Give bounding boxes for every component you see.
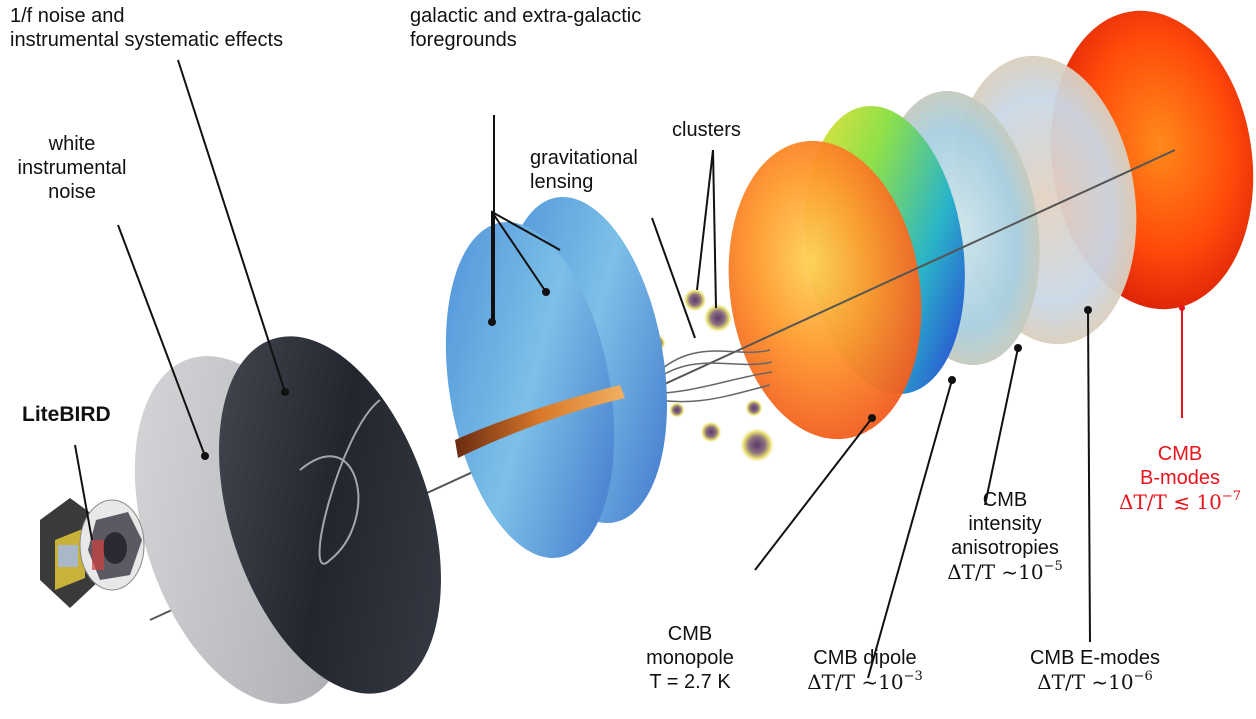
label-one-over-f: 1/f noise and instrumental systematic ef… [10, 4, 283, 52]
label-lensing: gravitational lensing [530, 146, 638, 194]
label-dipole: CMB dipole ΔT/T ~10−3 [780, 646, 950, 694]
label-bmodes: CMB B-modes ΔT/T ≲ 10−7 [1110, 442, 1250, 514]
label-monopole: CMB monopole T = 2.7 K [630, 622, 750, 694]
litebird-satellite [40, 498, 144, 608]
label-clusters: clusters [672, 118, 741, 142]
label-white-noise: white instrumental noise [12, 132, 132, 204]
label-litebird: LiteBIRD [22, 403, 111, 427]
label-emodes: CMB E-modes ΔT/T ~10−6 [1010, 646, 1180, 694]
label-foregrounds: galactic and extra-galactic foregrounds [410, 4, 641, 52]
label-intensity: CMB intensity anisotropies ΔT/T ~10−5 [930, 488, 1080, 584]
